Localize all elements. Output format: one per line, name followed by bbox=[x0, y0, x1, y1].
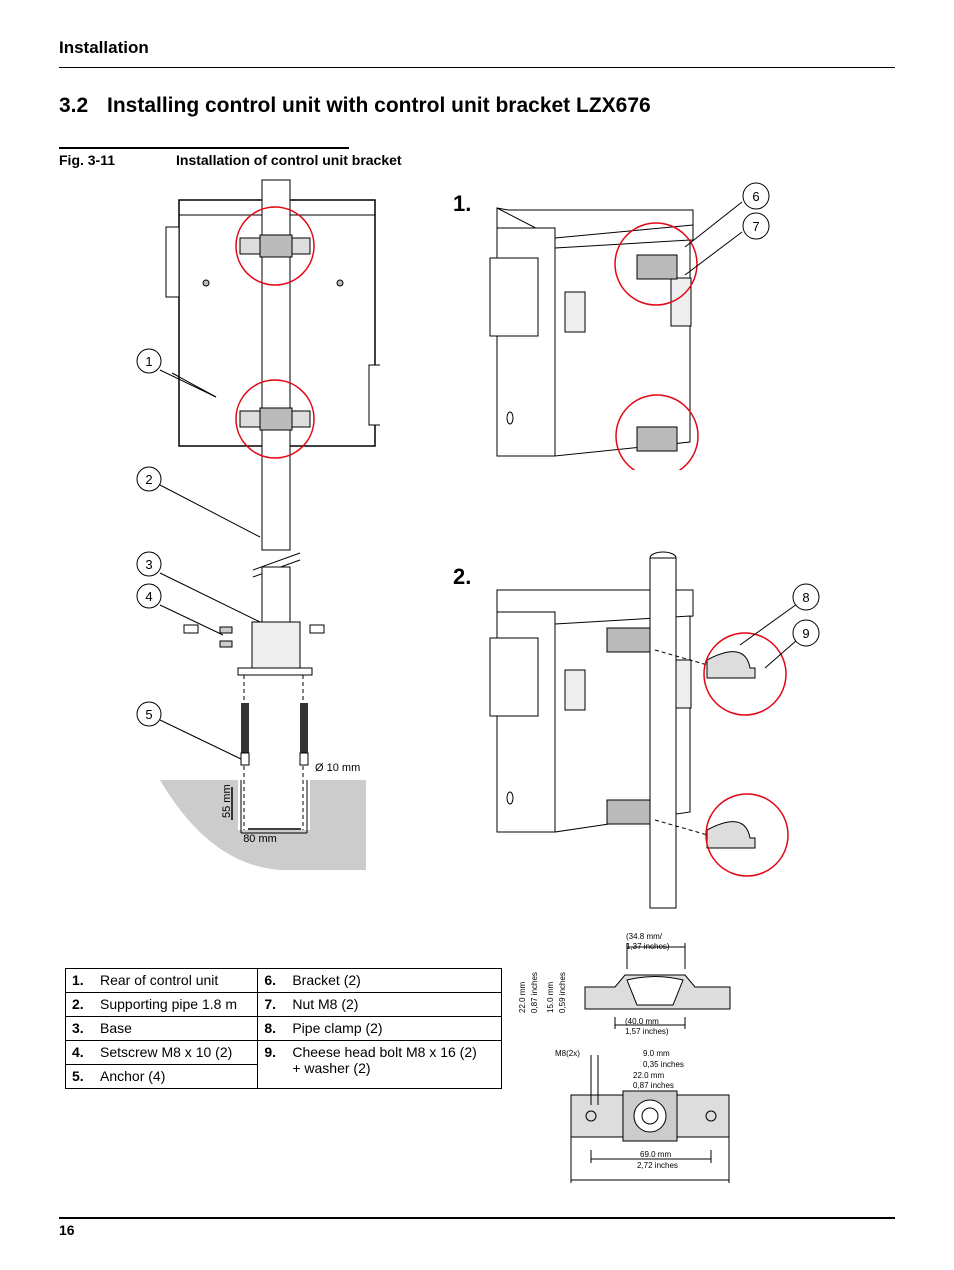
bracket-dimension-drawing: (34.8 mm/ 1,37 inches) (40.0 mm 1,57 inc… bbox=[518, 932, 731, 1183]
legend-cell: 3.Base bbox=[64, 1016, 259, 1041]
dimension-diameter: Ø 10 mm bbox=[315, 762, 360, 774]
step-2-label: 2. bbox=[453, 564, 472, 589]
legend-table: 1.Rear of control unit 6.Bracket (2) 2.S… bbox=[64, 968, 502, 1089]
svg-text:22.0 mm: 22.0 mm bbox=[633, 1071, 664, 1080]
legend-row: 1.Rear of control unit 6.Bracket (2) bbox=[64, 968, 502, 993]
legend-cell: 9.Cheese head bolt M8 x 16 (2)+ washer (… bbox=[257, 1040, 502, 1089]
footer-rule bbox=[59, 1217, 895, 1219]
legend-row: 2.Supporting pipe 1.8 m 7.Nut M8 (2) bbox=[64, 992, 502, 1017]
svg-text:2: 2 bbox=[145, 472, 152, 487]
svg-text:15.0 mm: 15.0 mm bbox=[546, 982, 555, 1013]
legend-cell: 8.Pipe clamp (2) bbox=[257, 1016, 502, 1041]
svg-text:2,72 inches: 2,72 inches bbox=[637, 1161, 678, 1170]
callout-7: 7 bbox=[742, 212, 770, 240]
svg-text:0,87 inches: 0,87 inches bbox=[633, 1081, 674, 1090]
svg-text:22.0 mm: 22.0 mm bbox=[518, 982, 527, 1013]
legend-cell: 2.Supporting pipe 1.8 m bbox=[64, 992, 259, 1017]
dimension-depth: 55 mm bbox=[221, 784, 233, 818]
pipe-mount-drawing bbox=[159, 179, 380, 870]
legend-row: 4.Setscrew M8 x 10 (2) 9.Cheese head bol… bbox=[64, 1040, 502, 1089]
svg-text:0,35 inches: 0,35 inches bbox=[643, 1060, 684, 1069]
legend-row: 5.Anchor (4) bbox=[64, 1064, 502, 1089]
callout-6: 6 bbox=[742, 182, 770, 210]
section-heading: 3.2 Installing control unit with control … bbox=[59, 94, 651, 118]
svg-text:(34.8 mm/: (34.8 mm/ bbox=[626, 932, 663, 941]
figure-caption: Installation of control unit bracket bbox=[176, 152, 402, 168]
svg-text:(40.0 mm: (40.0 mm bbox=[625, 1017, 659, 1026]
callout-3: 3 bbox=[136, 551, 162, 577]
svg-text:3: 3 bbox=[145, 557, 152, 572]
pipe-mount-callouts: 1 2 3 4 5 Ø 10 mm 80 mm 55 mm bbox=[136, 348, 360, 845]
svg-text:9.0 mm: 9.0 mm bbox=[643, 1049, 670, 1058]
figure-rule bbox=[59, 147, 349, 149]
svg-text:M8(2x): M8(2x) bbox=[555, 1049, 580, 1058]
legend-cell: 4.Setscrew M8 x 10 (2) bbox=[64, 1040, 259, 1065]
svg-text:0,87 inches: 0,87 inches bbox=[530, 972, 539, 1013]
callout-1: 1 bbox=[136, 348, 162, 374]
callout-2: 2 bbox=[136, 466, 162, 492]
figure-label: Fig. 3-11 bbox=[59, 152, 116, 168]
svg-text:5: 5 bbox=[145, 707, 152, 722]
svg-text:1: 1 bbox=[145, 354, 152, 369]
svg-text:69.0 mm: 69.0 mm bbox=[640, 1150, 671, 1159]
page-number: 16 bbox=[59, 1222, 75, 1238]
step-1-drawing: 6 7 bbox=[489, 182, 770, 470]
section-number: 3.2 bbox=[59, 94, 89, 117]
svg-text:4: 4 bbox=[145, 589, 152, 604]
section-title: Installing control unit with control uni… bbox=[107, 94, 651, 117]
svg-text:6: 6 bbox=[752, 189, 759, 204]
callout-8: 8 bbox=[792, 583, 820, 611]
svg-text:7: 7 bbox=[752, 219, 759, 234]
svg-text:9: 9 bbox=[802, 626, 809, 641]
step-2-drawing: 8 9 bbox=[489, 551, 820, 909]
dimension-spacing: 80 mm bbox=[243, 833, 277, 845]
legend-cell: 7.Nut M8 (2) bbox=[257, 992, 502, 1017]
callout-5: 5 bbox=[136, 701, 162, 727]
step-1-label: 1. bbox=[453, 191, 472, 216]
callout-9: 9 bbox=[792, 619, 820, 647]
legend-cell: 5.Anchor (4) bbox=[64, 1064, 259, 1089]
svg-text:1,57 inches): 1,57 inches) bbox=[625, 1027, 669, 1036]
legend-cell: 1.Rear of control unit bbox=[64, 968, 259, 993]
header-rule bbox=[59, 67, 895, 68]
svg-text:8: 8 bbox=[802, 590, 809, 605]
legend-row: 3.Base 8.Pipe clamp (2) bbox=[64, 1016, 502, 1041]
svg-text:0,59 inches: 0,59 inches bbox=[558, 972, 567, 1013]
callout-4: 4 bbox=[136, 583, 162, 609]
legend-cell: 6.Bracket (2) bbox=[257, 968, 502, 993]
running-header: Installation bbox=[59, 38, 149, 57]
svg-text:1,37 inches): 1,37 inches) bbox=[626, 942, 670, 951]
